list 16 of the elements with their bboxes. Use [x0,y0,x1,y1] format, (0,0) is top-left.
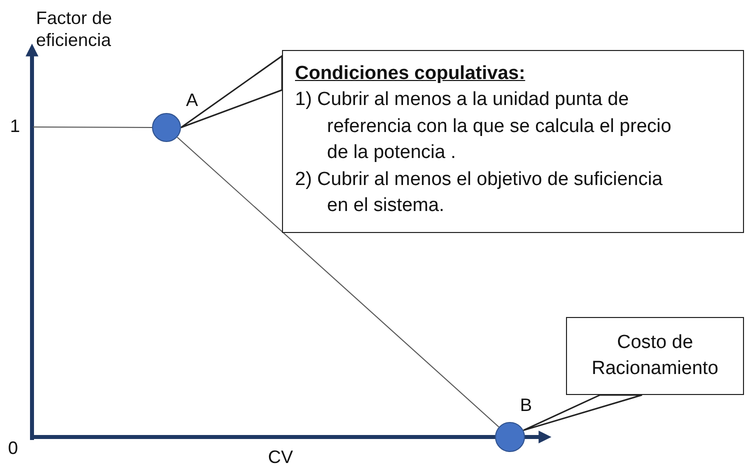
data-point [152,113,181,142]
point-label: A [186,90,198,112]
y-axis-title: Factor de eficiencia [36,8,114,52]
point-label: B [520,395,532,417]
list-item: 2) Cubrir al menos el objetivo de suficiencia en el sistema. [295,168,664,218]
callout-heading: Condiciones copulativas: [295,63,526,86]
callout-box [566,317,744,395]
x-axis-title: CV [268,447,294,469]
line-segment [176,136,500,428]
list-item: 1) Cubrir al menos a la unidad punta de referencia con la que se calcula el precio de la potencia . [295,88,672,166]
data-point [495,422,525,452]
line-segment [32,126,152,128]
tick-label: 0 [8,438,18,460]
callout-box [282,50,744,233]
tick-label: 1 [10,116,20,138]
callout-text: Costo de Racionamiento [590,331,720,381]
